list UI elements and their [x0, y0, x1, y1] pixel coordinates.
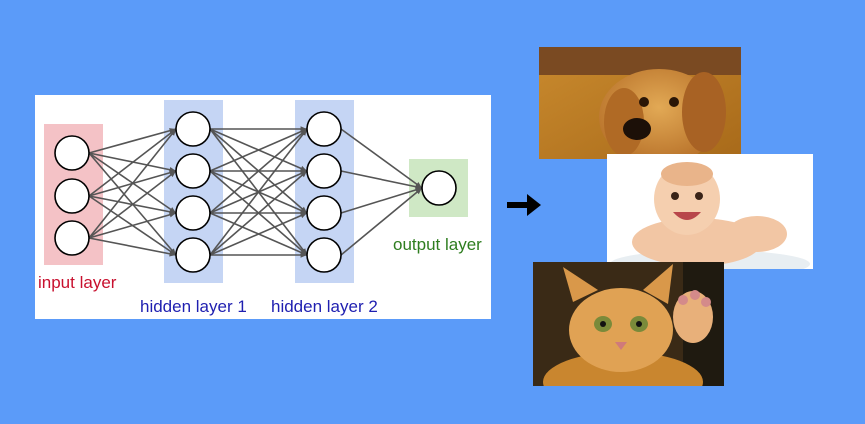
edge-hidden2-1-to-output-0 [340, 170, 423, 189]
baby-photo [607, 154, 813, 269]
edge-input-2-to-hidden1-0 [88, 128, 177, 239]
edge-hidden1-1-to-hidden2-0 [209, 128, 308, 172]
neuron-hidden1-1 [175, 153, 211, 189]
edge-input-2-to-hidden1-3 [88, 237, 177, 256]
arrowhead-hidden1-3-to-hidden2-3 [300, 252, 307, 258]
edge-input-1-to-hidden1-0 [88, 128, 177, 197]
arrowhead-hidden1-3-to-hidden2-0 [300, 129, 307, 136]
neuron-input-2 [54, 220, 90, 256]
arrowhead-input-2-to-hidden1-0 [169, 129, 176, 136]
right-arrow-icon [507, 194, 541, 216]
edge-hidden2-0-to-output-0 [340, 128, 423, 189]
edge-hidden2-3-to-output-0 [340, 187, 423, 256]
arrowhead-hidden2-3-to-output-0 [415, 188, 422, 195]
connections [88, 126, 423, 258]
neuron-output-0 [421, 170, 457, 206]
edge-hidden1-3-to-hidden2-2 [209, 212, 308, 256]
neuron-hidden2-3 [306, 237, 342, 273]
network-graph [44, 100, 468, 283]
neurons [54, 111, 457, 273]
neuron-hidden1-3 [175, 237, 211, 273]
arrowhead-hidden1-3-to-hidden2-2 [300, 213, 307, 219]
neuron-hidden1-2 [175, 195, 211, 231]
arrowhead-input-2-to-hidden1-3 [169, 251, 176, 257]
dog-photo [539, 47, 741, 159]
hidden-layer-1-label: hidden layer 1 [140, 297, 247, 316]
edge-hidden1-2-to-hidden2-0 [209, 128, 308, 214]
edge-input-0-to-hidden1-0 [88, 128, 177, 154]
neuron-hidden2-0 [306, 111, 342, 147]
arrowhead-input-2-to-hidden1-2 [169, 212, 176, 218]
edge-input-2-to-hidden1-1 [88, 170, 177, 239]
edge-input-2-to-hidden1-2 [88, 212, 177, 239]
arrowhead-hidden1-3-to-hidden2-1 [300, 171, 307, 178]
edge-hidden1-3-to-hidden2-0 [209, 128, 308, 256]
edge-hidden1-3-to-hidden2-1 [209, 170, 308, 256]
input-layer-label: input layer [38, 273, 117, 292]
cat-photo [533, 262, 724, 386]
neuron-hidden2-1 [306, 153, 342, 189]
neuron-hidden2-2 [306, 195, 342, 231]
output-layer-label: output layer [393, 235, 482, 254]
arrowhead-input-2-to-hidden1-1 [169, 171, 176, 178]
neuron-input-0 [54, 135, 90, 171]
hidden-layer-2-label: hidden layer 2 [271, 297, 378, 316]
neuron-hidden1-0 [175, 111, 211, 147]
neural-network-diagram: input layer hidden layer 1 hidden layer … [35, 95, 491, 319]
edge-hidden2-2-to-output-0 [340, 187, 423, 214]
neuron-input-1 [54, 178, 90, 214]
